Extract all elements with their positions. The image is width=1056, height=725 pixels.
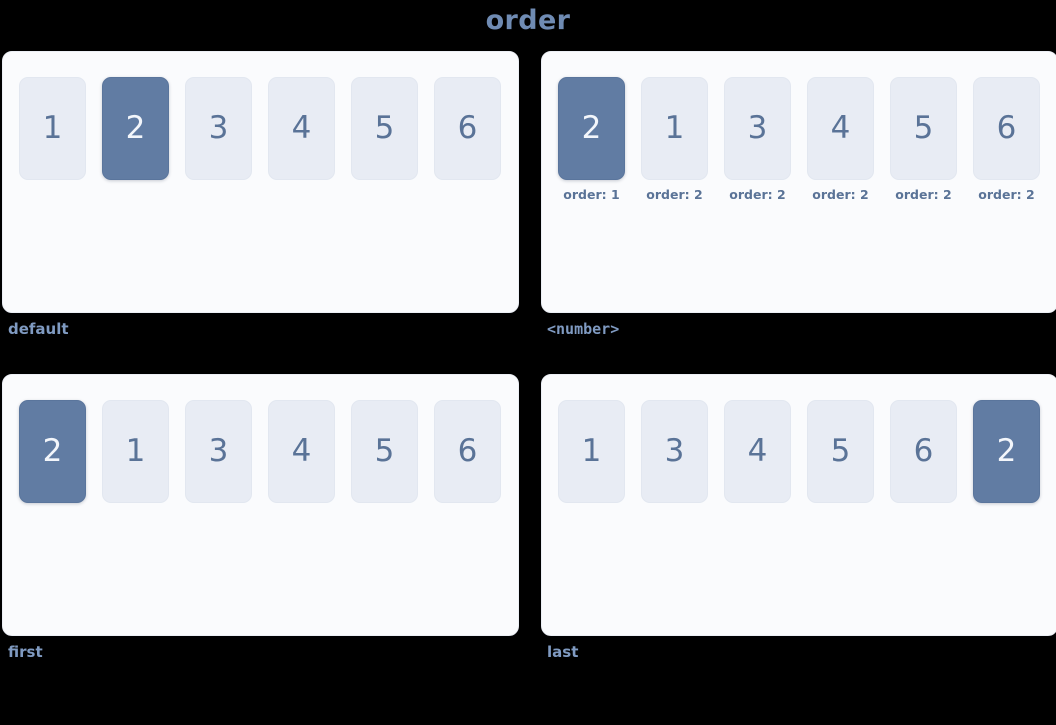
flex-item-box[interactable]: 1 — [558, 400, 625, 503]
flex-item[interactable]: 1 — [558, 400, 625, 503]
flex-item[interactable]: 4 — [268, 400, 335, 503]
flex-item-box-highlight[interactable]: 2 — [973, 400, 1040, 503]
flex-item[interactable]: 5 order: 2 — [890, 77, 957, 202]
flex-item-box[interactable]: 5 — [351, 77, 418, 180]
flex-container-first: 2 1 3 4 5 6 — [2, 374, 519, 636]
flex-item-box[interactable]: 1 — [641, 77, 708, 180]
flex-item-box[interactable]: 6 — [434, 400, 501, 503]
flex-item-box[interactable]: 5 — [351, 400, 418, 503]
flex-item-box[interactable]: 1 — [19, 77, 86, 180]
flex-item-box[interactable]: 3 — [185, 400, 252, 503]
flex-item-box[interactable]: 6 — [890, 400, 957, 503]
flex-item-box[interactable]: 3 — [724, 77, 791, 180]
flex-item[interactable]: 6 order: 2 — [973, 77, 1040, 202]
panel-label-last: last — [547, 643, 579, 661]
flex-item-box[interactable]: 4 — [268, 77, 335, 180]
flex-item[interactable]: 1 — [102, 400, 169, 503]
flex-item[interactable]: 2 — [19, 400, 86, 503]
flex-item[interactable]: 6 — [434, 400, 501, 503]
flex-item[interactable]: 3 order: 2 — [724, 77, 791, 202]
flex-item[interactable]: 4 — [724, 400, 791, 503]
flex-item-box[interactable]: 4 — [268, 400, 335, 503]
flex-item[interactable]: 4 order: 2 — [807, 77, 874, 202]
flex-item-box[interactable]: 6 — [973, 77, 1040, 180]
flex-item[interactable]: 3 — [641, 400, 708, 503]
panel-grid: 1 2 3 4 5 6 default — [0, 51, 1056, 664]
flex-item-box[interactable]: 6 — [434, 77, 501, 180]
flex-item[interactable]: 2 — [973, 400, 1040, 503]
flex-item[interactable]: 3 — [185, 400, 252, 503]
flex-container-default: 1 2 3 4 5 6 — [2, 51, 519, 313]
flex-item[interactable]: 4 — [268, 77, 335, 180]
flex-item-box[interactable]: 5 — [807, 400, 874, 503]
flex-item-box-highlight[interactable]: 2 — [19, 400, 86, 503]
panel-label-first: first — [8, 643, 43, 661]
flex-item[interactable]: 5 — [807, 400, 874, 503]
flex-item[interactable]: 2 — [102, 77, 169, 180]
flex-item-box[interactable]: 4 — [807, 77, 874, 180]
order-caption: order: 2 — [646, 187, 703, 202]
order-caption: order: 1 — [563, 187, 620, 202]
flex-container-number: 2 order: 1 1 order: 2 3 order: 2 4 order… — [541, 51, 1056, 313]
order-caption: order: 2 — [729, 187, 786, 202]
demo-cell-last: 1 3 4 5 6 2 last — [541, 374, 1056, 664]
panel-label-number: <number> — [547, 320, 620, 338]
flex-item-box-highlight[interactable]: 2 — [102, 77, 169, 180]
order-caption: order: 2 — [978, 187, 1035, 202]
demo-cell-first: 2 1 3 4 5 6 first — [2, 374, 519, 664]
flex-item[interactable]: 5 — [351, 400, 418, 503]
flex-item[interactable]: 2 order: 1 — [558, 77, 625, 202]
order-caption: order: 2 — [812, 187, 869, 202]
page-title: order — [485, 5, 571, 36]
flex-item-box[interactable]: 1 — [102, 400, 169, 503]
flex-item-box[interactable]: 5 — [890, 77, 957, 180]
flex-item-box[interactable]: 3 — [185, 77, 252, 180]
panel-label-default: default — [8, 320, 69, 338]
flex-item[interactable]: 3 — [185, 77, 252, 180]
flex-item-box-highlight[interactable]: 2 — [558, 77, 625, 180]
flex-item[interactable]: 6 — [434, 77, 501, 180]
flex-item-box[interactable]: 3 — [641, 400, 708, 503]
flex-item[interactable]: 6 — [890, 400, 957, 503]
flex-item[interactable]: 1 — [19, 77, 86, 180]
flex-item[interactable]: 5 — [351, 77, 418, 180]
demo-cell-default: 1 2 3 4 5 6 default — [2, 51, 519, 341]
demo-cell-number: 2 order: 1 1 order: 2 3 order: 2 4 order… — [541, 51, 1056, 341]
flex-item-box[interactable]: 4 — [724, 400, 791, 503]
flex-container-last: 1 3 4 5 6 2 — [541, 374, 1056, 636]
flex-item[interactable]: 1 order: 2 — [641, 77, 708, 202]
order-caption: order: 2 — [895, 187, 952, 202]
